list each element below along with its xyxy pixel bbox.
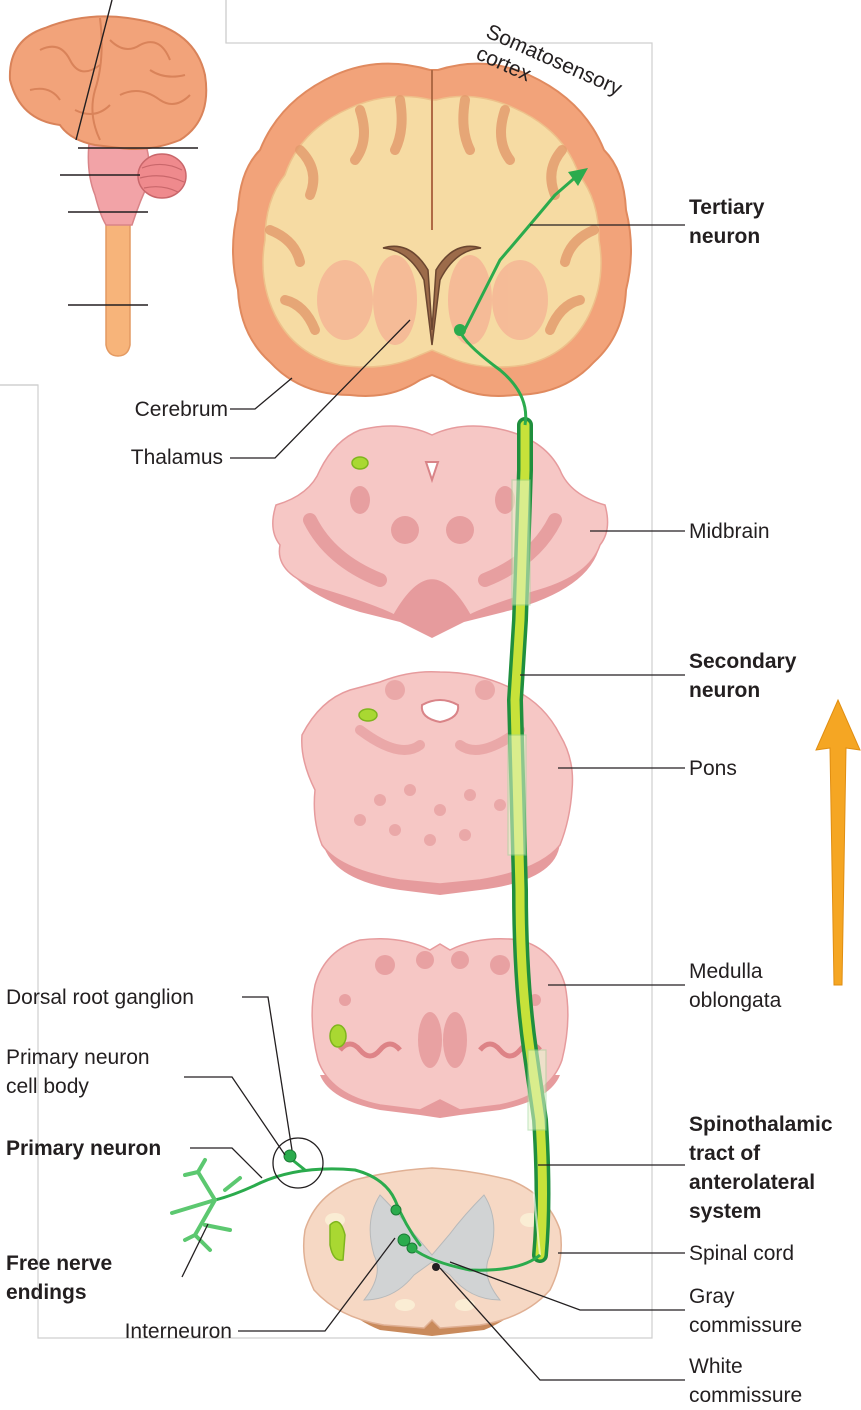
medulla-section <box>311 938 569 1118</box>
midbrain-section <box>272 425 609 638</box>
dorsal-root-ganglion-circle <box>272 1137 324 1189</box>
label-primary-neuron-cell-body: Primary neuron cell body <box>6 1046 150 1098</box>
midbrain-medial-lemniscus-dot <box>351 456 369 470</box>
free-nerve-endings <box>170 1158 242 1252</box>
spinal-cord-icon <box>105 204 131 357</box>
label-thalamus: Thalamus <box>130 446 223 469</box>
tertiary-neuron <box>454 168 588 426</box>
leader-lines <box>181 224 685 1381</box>
label-medulla-oblongata: Medulla oblongata <box>689 960 782 1012</box>
orientation-panel-frame <box>0 0 227 386</box>
label-interneuron: Interneuron <box>124 1320 232 1343</box>
arrowhead-icon <box>568 168 588 186</box>
cortical-folds <box>265 95 599 335</box>
label-dorsal-root-ganglion: Dorsal root ganglion <box>6 986 194 1009</box>
pons-tract-dot <box>358 708 378 722</box>
label-cerebrum: Cerebrum <box>134 398 228 421</box>
label-primary-neuron: Primary neuron <box>6 1137 162 1160</box>
label-tertiary-neuron: Tertiary neuron <box>689 196 765 248</box>
label-white-commissure: White commissure <box>689 1355 803 1407</box>
tertiary-neuron-cell-body <box>454 324 466 336</box>
medulla-tract-dot <box>329 1024 347 1048</box>
section-lines <box>60 0 198 306</box>
label-gray-commissure: Gray commissure <box>689 1285 803 1337</box>
label-secondary-neuron: Secondary neuron <box>689 650 797 702</box>
primary-neuron <box>170 1156 422 1252</box>
cerebrum-section <box>232 62 632 397</box>
brain-icon <box>8 15 208 150</box>
gray-matter <box>362 1194 502 1301</box>
spinal-tract-dot <box>329 1220 346 1261</box>
label-pons: Pons <box>689 757 737 780</box>
label-midbrain: Midbrain <box>689 520 770 543</box>
cerebellum-icon <box>137 153 187 199</box>
pons-section <box>301 670 574 895</box>
medulla-outline <box>311 938 569 1111</box>
label-spinal-cord: Spinal cord <box>689 1242 795 1265</box>
pons-outline <box>301 670 574 885</box>
lateral-ventricles <box>382 245 482 346</box>
ascending-arrow-icon <box>815 698 861 986</box>
spinothalamic-tract <box>506 417 551 1263</box>
spinal-cord-section <box>302 1167 562 1336</box>
label-free-nerve-endings: Free nerve endings <box>6 1252 113 1304</box>
orientation-inset <box>8 0 208 357</box>
label-spinothalamic-tract: Spinothalamic tract of anterolateral sys… <box>689 1113 833 1223</box>
deep-nuclei <box>317 255 548 345</box>
primary-neuron-cell-body <box>283 1149 297 1163</box>
central-canal <box>432 1263 440 1271</box>
